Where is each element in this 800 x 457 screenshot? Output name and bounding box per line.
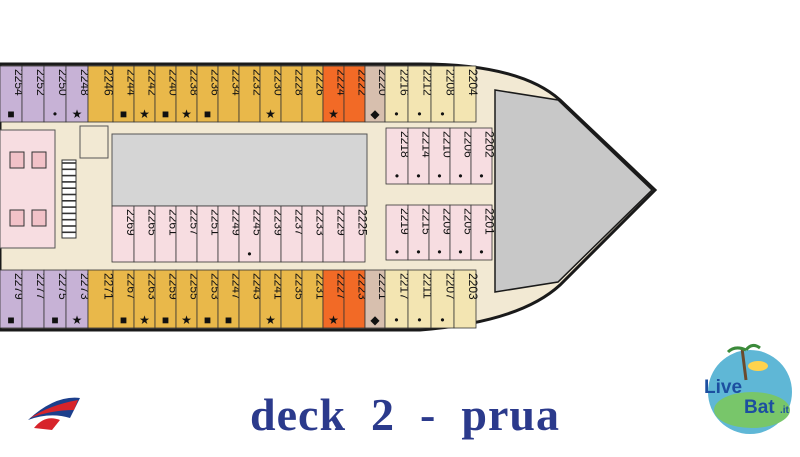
cabin-symbol: ★ bbox=[139, 313, 150, 327]
cabin-symbol: ★ bbox=[72, 313, 83, 327]
cabin-number: 2204 bbox=[466, 69, 480, 96]
cabin-2202: 2202• bbox=[470, 127, 497, 185]
elevator-icon-4 bbox=[31, 209, 47, 227]
cabin-2207: 2207• bbox=[430, 269, 458, 329]
elevator-icon-2 bbox=[31, 151, 47, 169]
cabin-symbol: • bbox=[53, 107, 57, 121]
cabin-number: 2201 bbox=[483, 208, 497, 235]
cabin-number: 2271 bbox=[102, 273, 116, 300]
cabin-symbol: ★ bbox=[181, 107, 192, 121]
cabin-symbol: ■ bbox=[51, 313, 58, 327]
cabin-symbol: • bbox=[417, 107, 421, 121]
elevator-icon-3 bbox=[9, 209, 25, 227]
cabin-symbol: ■ bbox=[225, 313, 232, 327]
cabin-2203: 2203 bbox=[453, 269, 480, 329]
cabin-symbol: ★ bbox=[139, 107, 150, 121]
logo-text-suffix: .it bbox=[780, 405, 790, 416]
cabin-symbol: ◆ bbox=[370, 313, 380, 327]
cabin-symbol: ■ bbox=[204, 107, 211, 121]
cabin-2271: 2271 bbox=[87, 269, 116, 329]
cabin-symbol: • bbox=[479, 245, 483, 259]
cabin-symbol: ■ bbox=[162, 313, 169, 327]
cabin-2216: 2216• bbox=[384, 65, 412, 123]
cabins-inner-upper: 2218•2214•2210•2206•2202• bbox=[385, 127, 497, 185]
cabin-2244: 2244■ bbox=[112, 65, 139, 123]
cabin-2208: 2208• bbox=[430, 65, 458, 123]
cabin-2201: 2201• bbox=[470, 204, 497, 261]
cabin-2212: 2212• bbox=[407, 65, 435, 123]
cabin-symbol: ★ bbox=[328, 107, 339, 121]
cabin-symbol: • bbox=[417, 313, 421, 327]
cabin-symbol: ■ bbox=[162, 107, 169, 121]
cabin-symbol: ★ bbox=[181, 313, 192, 327]
cabin-symbol: • bbox=[247, 247, 251, 261]
cabin-2204: 2204 bbox=[453, 65, 480, 123]
cabin-symbol: ★ bbox=[72, 107, 83, 121]
cabin-symbol: ★ bbox=[265, 313, 276, 327]
liveboat-logo: Live Bat .it bbox=[704, 343, 792, 434]
logo-text-live: Live bbox=[704, 377, 742, 398]
cabin-symbol: ■ bbox=[120, 313, 127, 327]
cabin-symbol: ◆ bbox=[370, 107, 380, 121]
cabin-symbol: • bbox=[458, 169, 462, 183]
cabin-symbol: • bbox=[440, 313, 444, 327]
cabin-2211: 2211• bbox=[407, 269, 435, 329]
cabin-symbol: • bbox=[394, 313, 398, 327]
cabin-number: 2202 bbox=[483, 131, 497, 158]
cabin-symbol: ■ bbox=[7, 107, 14, 121]
elevator-icon-1 bbox=[9, 151, 25, 169]
cabin-symbol: ■ bbox=[120, 107, 127, 121]
bow-area bbox=[494, 89, 654, 293]
cabin-2246: 2246 bbox=[87, 65, 116, 123]
cabin-symbol: • bbox=[416, 169, 420, 183]
cabin-symbol: • bbox=[437, 169, 441, 183]
cabin-symbol: • bbox=[416, 245, 420, 259]
elevator-area bbox=[0, 129, 56, 249]
cabin-number: 2246 bbox=[102, 69, 116, 96]
cabin-symbol: ■ bbox=[7, 313, 14, 327]
cabins-inner-lower: 2219•2215•2209•2205•2201• bbox=[385, 204, 497, 261]
cabin-symbol: • bbox=[458, 245, 462, 259]
cabin-2205: 2205• bbox=[449, 204, 476, 261]
cabin-2217: 2217• bbox=[384, 269, 412, 329]
cabin-symbol: ★ bbox=[328, 313, 339, 327]
page-title: deck 2 - prua bbox=[250, 389, 560, 440]
cabin-symbol: • bbox=[395, 169, 399, 183]
cabin-symbol: • bbox=[437, 245, 441, 259]
cabin-symbol: • bbox=[440, 107, 444, 121]
cabin-number: 2225 bbox=[356, 209, 370, 236]
cabin-2225: 2225 bbox=[343, 205, 370, 263]
carnival-logo bbox=[28, 397, 80, 430]
central-area bbox=[111, 133, 368, 207]
stairway bbox=[61, 159, 77, 239]
cabin-number: 2203 bbox=[466, 273, 480, 300]
logo-text-boat: Bat bbox=[744, 397, 775, 418]
cabin-symbol: • bbox=[479, 169, 483, 183]
cabin-symbol: ★ bbox=[265, 107, 276, 121]
cabin-symbol: • bbox=[395, 245, 399, 259]
cabin-symbol: • bbox=[394, 107, 398, 121]
service-room bbox=[79, 125, 109, 159]
cabin-symbol: ■ bbox=[204, 313, 211, 327]
